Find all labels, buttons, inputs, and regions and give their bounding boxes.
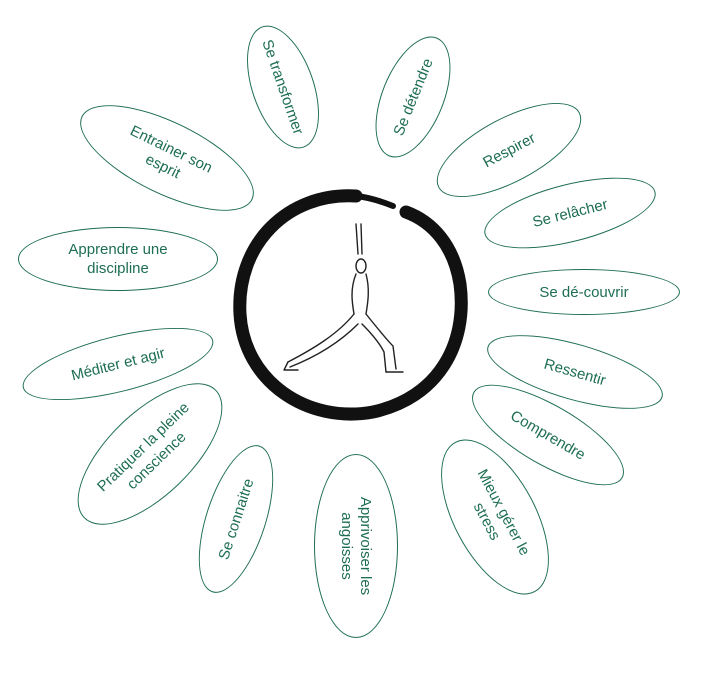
enso-ring — [233, 189, 468, 421]
petal-label: Apprivoiser les angoisses — [338, 496, 374, 596]
petal-label: Apprendre une discipline — [68, 241, 168, 277]
petal-label: Comprendre — [507, 406, 589, 464]
petal-label: Se détendre — [389, 55, 437, 139]
petal-label: Se dé-couvrir — [539, 283, 629, 301]
petal-apprivoiser: Apprivoiser les angoisses — [314, 454, 398, 638]
petal-se-decouvrir: Se dé-couvrir — [488, 269, 680, 315]
petal-label: Se transformer — [258, 37, 308, 137]
petal-label: Mieux gérer le stress — [469, 466, 534, 559]
petal-apprendre-discipline: Apprendre une discipline — [18, 227, 218, 291]
petal-se-detendre: Se détendre — [360, 26, 466, 168]
petal-label: Pratiquer la pleine conscience — [93, 399, 193, 496]
petal-se-transformer: Se transformer — [232, 16, 334, 158]
center-emblem — [228, 184, 473, 429]
petal-label: Entrainer son esprit — [127, 122, 215, 183]
petal-label: Se relâcher — [530, 195, 610, 231]
petal-label: Se connaitre — [214, 476, 258, 562]
petal-label: Méditer et agir — [69, 344, 167, 384]
yoga-figure — [283, 223, 404, 373]
enso-ring-tail — [353, 193, 396, 209]
petal-label: Respirer — [479, 129, 539, 171]
enso-yoga-icon — [233, 189, 468, 421]
petal-label: Ressentir — [542, 355, 608, 389]
